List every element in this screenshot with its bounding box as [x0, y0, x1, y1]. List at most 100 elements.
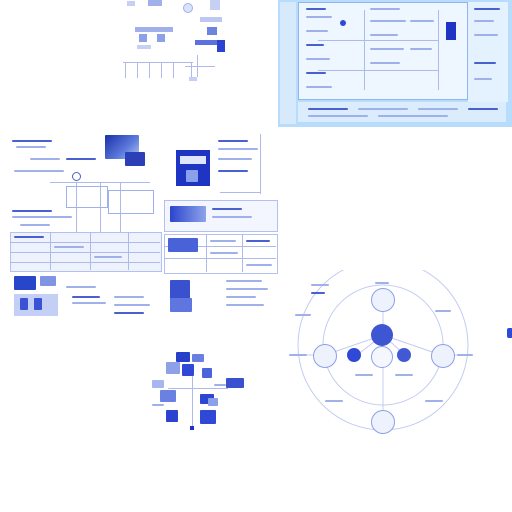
photo-thumbnail: [170, 298, 192, 312]
text-line: [295, 314, 311, 316]
panel-sidebar: [280, 2, 296, 124]
connector: [149, 62, 150, 78]
network-node: [371, 346, 393, 368]
photo-thumbnail: [152, 380, 164, 388]
grid-line: [10, 242, 160, 243]
text-line: [72, 302, 106, 304]
radial-network-diagram: [285, 270, 512, 445]
text-line: [212, 208, 242, 210]
text-line: [474, 34, 498, 36]
connector: [192, 376, 193, 426]
text-line: [306, 16, 332, 18]
text-line: [218, 140, 248, 142]
bottom-image-tree: [148, 350, 248, 435]
text-line: [358, 108, 408, 110]
text-line: [226, 296, 256, 298]
flow-box: [137, 45, 151, 49]
connector: [191, 62, 192, 80]
photo-thumbnail: [40, 276, 56, 286]
text-line: [311, 284, 329, 286]
flow-box: [139, 34, 147, 42]
flow-box: [157, 34, 165, 42]
photo-thumbnail: [182, 364, 194, 376]
table-block: [66, 186, 108, 208]
photo-thumbnail: [170, 206, 206, 222]
photo-thumbnail: [226, 378, 244, 388]
connector: [318, 70, 438, 71]
text-line: [306, 58, 330, 60]
photo-thumbnail: [200, 394, 214, 404]
text-line: [114, 312, 144, 314]
connector: [260, 134, 261, 194]
text-line: [226, 280, 262, 282]
flow-box: [135, 27, 173, 32]
connector: [123, 62, 193, 63]
connector: [364, 10, 365, 90]
grid-line: [10, 252, 160, 253]
grid-line: [128, 232, 129, 270]
photo-thumbnail: [202, 368, 212, 378]
text-line: [457, 354, 473, 356]
text-line: [12, 140, 52, 142]
photo-thumbnail: [20, 298, 28, 310]
text-line: [210, 252, 238, 254]
root-marker: [190, 426, 194, 430]
connector: [438, 10, 439, 90]
text-line: [246, 264, 272, 266]
text-line: [218, 158, 252, 160]
photo-thumbnail: [170, 280, 190, 300]
panel-inner: [298, 2, 468, 100]
accent-square: [446, 22, 456, 40]
flow-box: [217, 40, 225, 52]
flow-box: [148, 0, 162, 6]
grid-line: [164, 258, 276, 259]
text-line: [306, 86, 332, 88]
text-line: [474, 78, 492, 80]
photo-thumbnail: [208, 398, 218, 406]
panel-right-column: [468, 2, 508, 102]
grid-line: [90, 232, 91, 270]
text-line: [435, 310, 451, 312]
top-flowchart: [115, 0, 245, 90]
text-line: [14, 236, 44, 238]
text-line: [66, 158, 96, 160]
flow-box: [210, 0, 220, 10]
network-node: [397, 348, 411, 362]
text-line: [94, 256, 122, 258]
accent-square: [340, 20, 346, 26]
text-line: [12, 210, 52, 212]
blue-screenshot-panel: [278, 0, 512, 127]
text-line: [370, 48, 404, 50]
text-line: [114, 304, 150, 306]
network-node: [507, 328, 512, 338]
connector: [173, 62, 174, 78]
flow-box: [195, 40, 217, 45]
connector: [318, 40, 438, 41]
grid-line: [164, 246, 276, 247]
table-block: [108, 190, 154, 214]
text-line: [308, 115, 368, 117]
text-line: [226, 304, 264, 306]
flow-box: [207, 27, 217, 35]
flow-box: [183, 3, 193, 13]
text-line: [410, 20, 434, 22]
grid-line: [10, 262, 160, 263]
network-node: [347, 348, 361, 362]
text-line: [474, 62, 496, 64]
connector: [185, 66, 215, 67]
step-circle: [72, 172, 81, 181]
text-line: [325, 400, 343, 402]
text-line: [12, 216, 72, 218]
text-line: [16, 146, 46, 148]
text-line: [289, 354, 307, 356]
text-line: [395, 374, 413, 376]
screen-mockup: [180, 156, 206, 164]
connector: [120, 182, 121, 242]
text-line: [30, 158, 60, 160]
network-node: [313, 344, 337, 368]
connector: [100, 182, 101, 262]
text-line: [306, 30, 328, 32]
connector: [168, 388, 228, 389]
text-line: [306, 72, 326, 74]
hub-node: [371, 324, 393, 346]
